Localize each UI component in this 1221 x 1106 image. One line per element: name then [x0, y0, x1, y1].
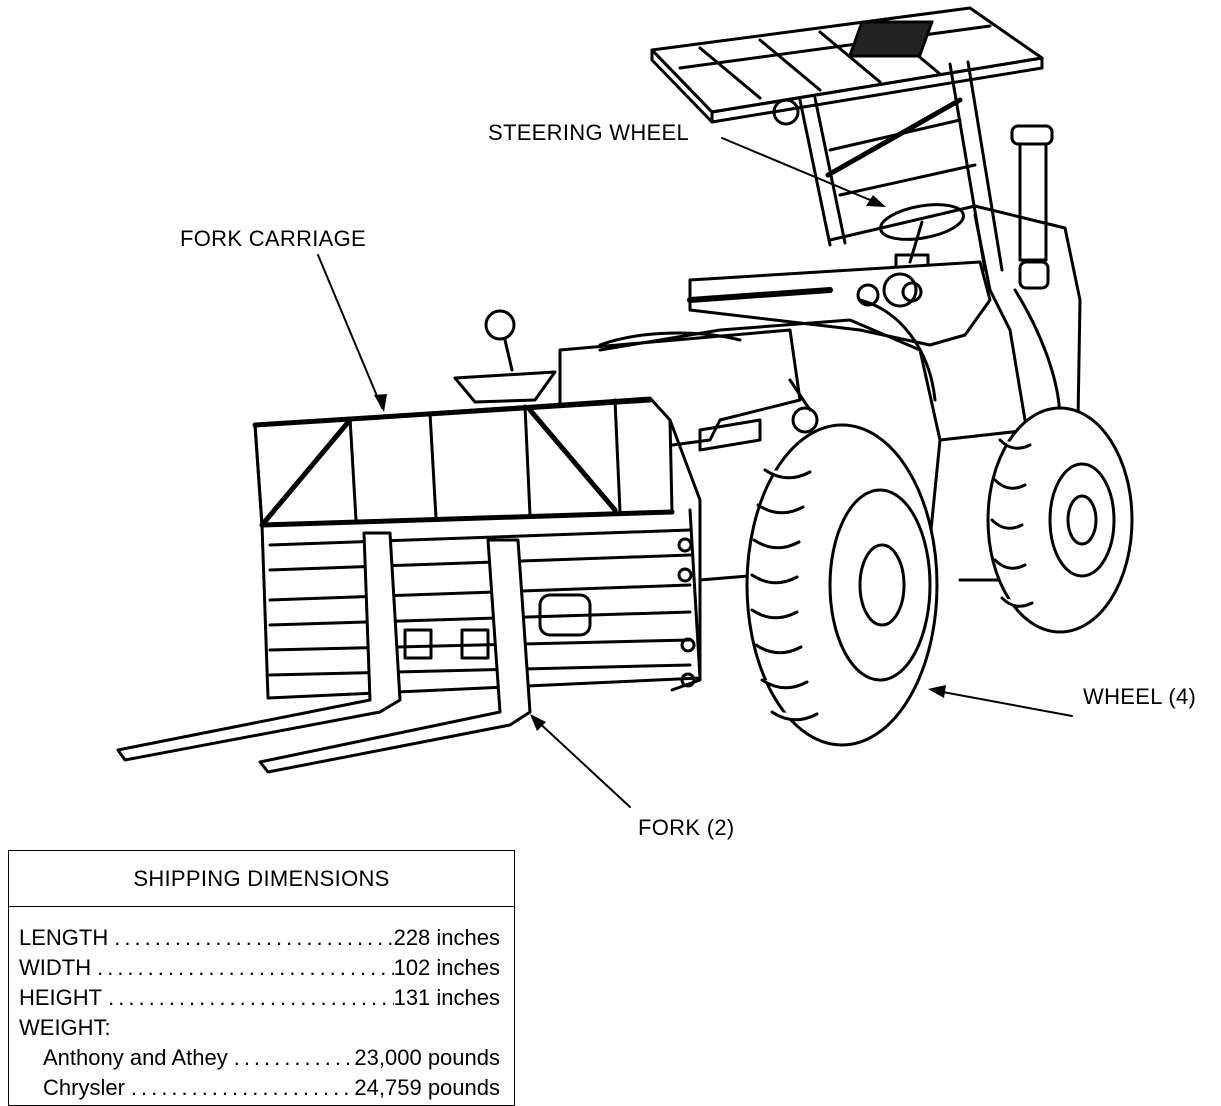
leader-dots: ........................................…: [233, 1045, 355, 1070]
forks-drawing: [116, 531, 532, 774]
front-wheel: [745, 423, 939, 747]
shipping-dimensions-rows: LENGTH .................................…: [9, 907, 514, 1103]
callout-steering-wheel: STEERING WHEEL: [488, 120, 690, 145]
row-value: 102 inches: [393, 955, 500, 980]
row-value: 131 inches: [393, 985, 500, 1010]
row-label: WEIGHT:: [19, 1015, 111, 1040]
callout-wheel: WHEEL (4): [1083, 684, 1197, 709]
callout-fork: FORK (2): [638, 815, 735, 840]
row-label: HEIGHT: [19, 985, 103, 1010]
row-label: Anthony and Athey: [43, 1045, 228, 1070]
leader-dots: ........................................…: [97, 955, 393, 980]
row-value: 24,759 pounds: [354, 1075, 500, 1100]
exhaust: [1010, 124, 1054, 262]
lamp: [453, 309, 557, 404]
row-value: 228 inches: [393, 925, 500, 950]
row-label: Chrysler: [43, 1075, 125, 1100]
leader-lines: [317, 137, 1073, 808]
table-row: WIDTH ..................................…: [19, 953, 500, 983]
table-row: HEIGHT .................................…: [19, 983, 500, 1013]
table-row: Chrysler ...............................…: [19, 1073, 500, 1103]
shipping-dimensions-table: SHIPPING DIMENSIONS LENGTH .............…: [8, 850, 515, 1106]
row-value: 23,000 pounds: [354, 1045, 500, 1070]
leader-dots: ........................................…: [114, 925, 393, 950]
row-label: WIDTH: [19, 955, 92, 980]
leader-dots: ........................................…: [130, 1075, 355, 1100]
canopy: [650, 6, 1044, 126]
callout-fork-carriage: FORK CARRIAGE: [180, 226, 367, 251]
table-row: WEIGHT:: [19, 1013, 500, 1043]
leader-dots: ........................................…: [108, 985, 393, 1010]
row-label: LENGTH: [19, 925, 109, 950]
shipping-dimensions-title: SHIPPING DIMENSIONS: [9, 851, 514, 907]
table-row: Anthony and Athey ......................…: [19, 1043, 500, 1073]
table-row: LENGTH .................................…: [19, 923, 500, 953]
rear-wheel: [986, 406, 1134, 634]
